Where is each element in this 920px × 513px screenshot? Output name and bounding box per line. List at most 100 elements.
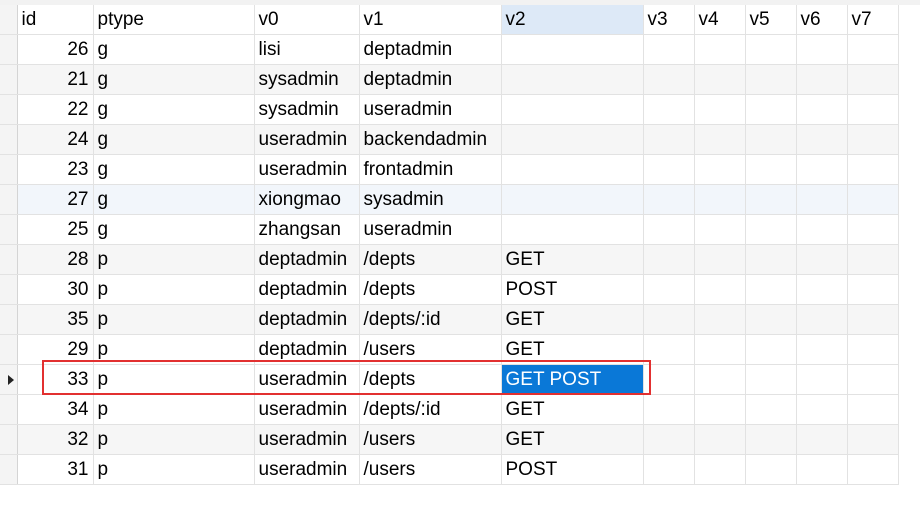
cell-v1[interactable]: deptadmin	[359, 64, 502, 95]
row-indicator[interactable]	[0, 334, 18, 365]
cell-v5[interactable]	[745, 64, 797, 95]
cell-v1[interactable]: /depts	[359, 244, 502, 275]
cell-v5[interactable]	[745, 304, 797, 335]
cell-v0[interactable]: useradmin	[254, 454, 360, 485]
cell-v5[interactable]	[745, 154, 797, 185]
cell-id[interactable]: 33	[17, 364, 94, 395]
cell-v1[interactable]: sysadmin	[359, 184, 502, 215]
cell-v5[interactable]	[745, 214, 797, 245]
cell-v3[interactable]	[643, 184, 695, 215]
cell-id[interactable]: 21	[17, 64, 94, 95]
cell-id[interactable]: 25	[17, 214, 94, 245]
cell-v7[interactable]	[847, 94, 899, 125]
cell-v3[interactable]	[643, 274, 695, 305]
column-header-v2[interactable]: v2	[501, 5, 644, 35]
cell-v0[interactable]: zhangsan	[254, 214, 360, 245]
cell-v7[interactable]	[847, 274, 899, 305]
cell-v2[interactable]	[501, 94, 644, 125]
cell-v3[interactable]	[643, 34, 695, 65]
row-indicator[interactable]	[0, 184, 18, 215]
cell-ptype[interactable]: p	[93, 274, 255, 305]
cell-ptype[interactable]: p	[93, 304, 255, 335]
cell-ptype[interactable]: g	[93, 214, 255, 245]
cell-ptype[interactable]: p	[93, 364, 255, 395]
row-indicator[interactable]	[0, 394, 18, 425]
cell-v4[interactable]	[694, 64, 746, 95]
cell-v6[interactable]	[796, 274, 848, 305]
cell-v3[interactable]	[643, 394, 695, 425]
cell-v6[interactable]	[796, 214, 848, 245]
cell-v6[interactable]	[796, 34, 848, 65]
cell-v7[interactable]	[847, 244, 899, 275]
cell-v1[interactable]: /depts/:id	[359, 304, 502, 335]
cell-v6[interactable]	[796, 244, 848, 275]
row-indicator[interactable]	[0, 64, 18, 95]
cell-id[interactable]: 28	[17, 244, 94, 275]
cell-v0[interactable]: deptadmin	[254, 244, 360, 275]
cell-v3[interactable]	[643, 244, 695, 275]
cell-v4[interactable]	[694, 274, 746, 305]
cell-v5[interactable]	[745, 184, 797, 215]
column-header-v1[interactable]: v1	[359, 5, 502, 35]
cell-v3[interactable]	[643, 154, 695, 185]
cell-v6[interactable]	[796, 424, 848, 455]
cell-v5[interactable]	[745, 244, 797, 275]
cell-v7[interactable]	[847, 34, 899, 65]
column-header-v3[interactable]: v3	[643, 5, 695, 35]
cell-v4[interactable]	[694, 154, 746, 185]
cell-v5[interactable]	[745, 34, 797, 65]
cell-v4[interactable]	[694, 334, 746, 365]
cell-ptype[interactable]: p	[93, 334, 255, 365]
row-indicator[interactable]	[0, 154, 18, 185]
column-header-v5[interactable]: v5	[745, 5, 797, 35]
row-indicator[interactable]	[0, 34, 18, 65]
cell-v2[interactable]: GET	[501, 424, 644, 455]
cell-v5[interactable]	[745, 364, 797, 395]
cell-v0[interactable]: useradmin	[254, 394, 360, 425]
cell-v0[interactable]: deptadmin	[254, 334, 360, 365]
cell-id[interactable]: 22	[17, 94, 94, 125]
cell-v1[interactable]: /users	[359, 454, 502, 485]
cell-v3[interactable]	[643, 304, 695, 335]
cell-v2[interactable]: GET POST	[501, 364, 644, 395]
cell-v3[interactable]	[643, 64, 695, 95]
cell-v0[interactable]: xiongmao	[254, 184, 360, 215]
cell-v7[interactable]	[847, 424, 899, 455]
cell-ptype[interactable]: g	[93, 124, 255, 155]
cell-v1[interactable]: /users	[359, 334, 502, 365]
cell-v6[interactable]	[796, 154, 848, 185]
cell-v1[interactable]: /depts	[359, 274, 502, 305]
cell-v7[interactable]	[847, 154, 899, 185]
cell-v6[interactable]	[796, 454, 848, 485]
cell-v7[interactable]	[847, 214, 899, 245]
cell-ptype[interactable]: p	[93, 454, 255, 485]
cell-v5[interactable]	[745, 334, 797, 365]
cell-v0[interactable]: useradmin	[254, 364, 360, 395]
cell-v4[interactable]	[694, 424, 746, 455]
cell-v2[interactable]	[501, 214, 644, 245]
cell-id[interactable]: 27	[17, 184, 94, 215]
cell-v1[interactable]: deptadmin	[359, 34, 502, 65]
cell-v3[interactable]	[643, 214, 695, 245]
cell-v5[interactable]	[745, 394, 797, 425]
cell-v2[interactable]: POST	[501, 274, 644, 305]
cell-id[interactable]: 23	[17, 154, 94, 185]
cell-v5[interactable]	[745, 274, 797, 305]
cell-ptype[interactable]: p	[93, 394, 255, 425]
cell-id[interactable]: 24	[17, 124, 94, 155]
cell-v0[interactable]: deptadmin	[254, 304, 360, 335]
cell-v1[interactable]: frontadmin	[359, 154, 502, 185]
cell-id[interactable]: 30	[17, 274, 94, 305]
column-header-id[interactable]: id	[17, 5, 94, 35]
cell-ptype[interactable]: g	[93, 64, 255, 95]
cell-v2[interactable]: POST	[501, 454, 644, 485]
